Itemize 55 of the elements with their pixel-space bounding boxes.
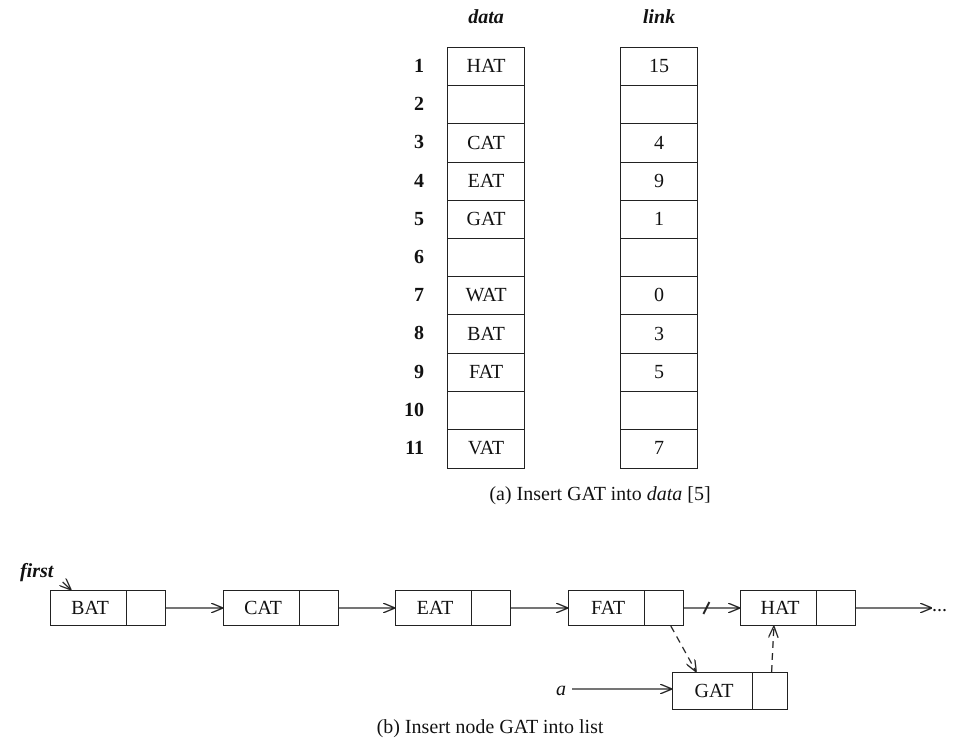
row-number: 6 [413,246,424,269]
pointer-name: first [20,560,54,582]
node-value: GAT [694,678,734,704]
row-number: 3 [413,131,424,154]
pointer-name: a [556,678,566,700]
table-cell: WAT [447,276,525,316]
arrow [684,602,741,614]
node-value: HAT [760,596,800,620]
table-cell: 15 [620,47,698,86]
arrow [511,602,569,614]
table-cell: 3 [620,314,698,354]
arrow [339,602,396,614]
node-value: EAT [416,596,454,620]
table-cell: GAT [447,200,525,240]
arrow [166,602,224,614]
table-cell: FAT [447,352,525,392]
row-number: 1 [413,55,424,78]
row-number: 11 [404,437,424,460]
dashed-arrow [670,626,697,673]
row-number: 5 [413,208,424,231]
table-cell: HAT [447,47,525,86]
table-cell: 9 [620,162,698,202]
row-number: 2 [413,93,424,116]
list-node [672,672,788,710]
node-value: CAT [243,596,283,620]
table-cell: BAT [447,314,525,354]
table-cell: 0 [620,276,698,316]
table-cell: 7 [620,429,698,468]
ellipsis: ... [932,594,947,616]
row-number: 10 [403,398,424,422]
node-value: FAT [590,596,626,620]
table-cell: EAT [447,162,525,202]
table-cell: VAT [447,429,525,468]
table-cell: 1 [620,200,698,240]
table-cell: CAT [447,123,525,163]
figure-caption: (a) Insert GAT into data [5] [488,483,712,506]
row-number: 7 [413,284,424,308]
row-number: 4 [413,170,424,193]
row-number: 9 [413,360,424,384]
table-cell: 5 [620,352,698,392]
list-node [223,590,339,626]
column-header: link [642,6,676,29]
list-node [740,590,856,626]
figure-caption: (b) Insert node GAT into list [376,716,604,739]
list-node [568,590,684,626]
row-number: 8 [413,322,424,346]
arrow [58,578,72,591]
arrow [572,683,673,695]
column-header: data [467,6,505,29]
table-cell: 4 [620,123,698,163]
arrow [856,602,933,614]
node-value: BAT [70,596,110,620]
list-node [395,590,511,626]
list-node [50,590,166,626]
dashed-arrow [768,625,779,672]
